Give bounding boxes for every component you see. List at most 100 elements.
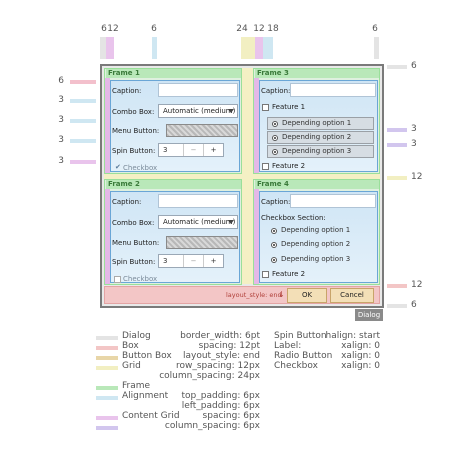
frame-4-option-1[interactable]: Depending option 1	[267, 225, 374, 238]
prop-checkbox-value: xalign: 0	[341, 361, 380, 371]
frame-1-combo-box[interactable]: Automatic (medium)	[158, 104, 238, 118]
frame-2-checkbox[interactable]	[114, 276, 121, 283]
prop-radio-button-name: Radio Button	[274, 351, 333, 361]
frame-2-combo-value: Automatic (medium)	[163, 218, 236, 226]
frame-4-feature2-checkbox[interactable]	[262, 271, 269, 278]
frame-1-combo-value: Automatic (medium)	[163, 107, 236, 115]
frame-4-caption-input[interactable]	[290, 194, 376, 208]
ok-button[interactable]: OK	[287, 288, 327, 303]
prop-radio-button-value: xalign: 0	[341, 351, 380, 361]
top-bar-grid	[241, 37, 255, 59]
top-marker-6b: 6	[151, 24, 157, 34]
frame-4-option-1-label: Depending option 1	[281, 226, 351, 234]
prop-border-width: border_width: 6pt	[180, 331, 260, 341]
frame-3-feature1-checkbox[interactable]	[262, 104, 269, 111]
left-bar-alignment-b	[70, 119, 96, 123]
frame-1-caption-input[interactable]	[158, 83, 238, 97]
right-bar-dialog	[387, 65, 407, 69]
frame-3-caption-label: Caption:	[261, 87, 291, 95]
left-bar-box	[70, 80, 96, 84]
frame-3-title: Frame 3	[255, 69, 379, 78]
prop-spacing-12: spacing: 12pt	[198, 341, 260, 351]
prop-column-spacing-6: column_spacing: 6px	[164, 421, 260, 431]
frame-2-caption-label: Caption:	[112, 198, 142, 206]
legend-swatch-box	[96, 346, 118, 350]
frame-3-option-1-label: Depending option 1	[282, 119, 352, 127]
right-bar-grid	[387, 176, 407, 180]
legend-swatch-alignment	[96, 396, 118, 400]
frame-3-option-3-label: Depending option 3	[282, 147, 352, 155]
frame-2-menu-button[interactable]	[166, 236, 238, 249]
right-marker-6b: 6	[411, 300, 417, 310]
frame-3-feature1-label: Feature 1	[272, 103, 306, 111]
frame-2-title: Frame 2	[106, 180, 241, 189]
frame-3-option-3[interactable]: Depending option 3	[267, 145, 374, 158]
minus-icon[interactable]: −	[183, 144, 203, 156]
top-bar-alignment	[152, 37, 157, 59]
frame-4-caption-label: Caption:	[261, 198, 291, 206]
frame-3-option-1[interactable]: Depending option 1	[267, 117, 374, 130]
prop-layout-style: layout_style: end	[182, 351, 260, 361]
frame-2-combo-box[interactable]: Automatic (medium)	[158, 215, 238, 229]
right-bar-box	[387, 284, 407, 288]
radio-icon	[271, 257, 277, 263]
frame-4-option-3[interactable]: Depending option 3	[267, 254, 374, 267]
legend-box: Box	[122, 341, 139, 351]
frame-4-title: Frame 4	[255, 180, 379, 189]
right-marker-3a: 3	[411, 124, 417, 134]
top-bar-alignment-2	[263, 37, 273, 59]
prop-spacing-6: spacing: 6px	[202, 411, 260, 421]
radio-icon	[272, 135, 278, 141]
arrow-down-icon: ↓	[278, 290, 285, 299]
frame-2-spin-label: Spin Button:	[112, 258, 156, 266]
frame-2-caption-input[interactable]	[158, 194, 238, 208]
left-marker-3c: 3	[58, 135, 64, 145]
legend-swatch-dialog	[96, 336, 118, 340]
frame-3-feature2-checkbox[interactable]	[262, 163, 269, 170]
top-marker-18: 18	[267, 24, 279, 34]
top-bar-content-grid	[106, 37, 114, 59]
frame-3-option-2[interactable]: Depending option 2	[267, 131, 374, 144]
right-marker-12b: 12	[411, 280, 423, 290]
frame-1-menu-button[interactable]	[166, 124, 238, 137]
frame-2-spin-button[interactable]: 3 − +	[158, 254, 224, 268]
chevron-down-icon	[228, 220, 234, 224]
frame-1-spin-button[interactable]: 3 − +	[158, 143, 224, 157]
left-marker-3d: 3	[58, 156, 64, 166]
prop-spin-button-name: Spin Button	[274, 331, 327, 341]
top-marker-12: 12	[107, 24, 119, 34]
left-bar-alignment-a	[70, 99, 96, 103]
prop-top-padding: top_padding: 6px	[181, 391, 260, 401]
legend-swatch-grid	[96, 366, 118, 370]
plus-icon[interactable]: +	[203, 144, 223, 156]
top-bar-dialog	[100, 37, 106, 59]
cancel-button[interactable]: Cancel	[330, 288, 374, 303]
radio-icon	[271, 242, 277, 248]
minus-icon[interactable]: −	[183, 255, 203, 267]
frame-1-spin-label: Spin Button:	[112, 147, 156, 155]
layout-style-label: layout_style: end	[226, 291, 282, 299]
prop-checkbox-name: Checkbox	[274, 361, 318, 371]
frame-2-combo-label: Combo Box:	[112, 219, 155, 227]
plus-icon[interactable]: +	[203, 255, 223, 267]
right-marker-12a: 12	[411, 172, 423, 182]
radio-icon	[272, 121, 278, 127]
left-bar-content-grid	[70, 160, 96, 164]
frame-3-option-2-label: Depending option 2	[282, 133, 352, 141]
frame-1-spin-value: 3	[163, 146, 168, 154]
frame-4-option-2-label: Depending option 2	[281, 240, 351, 248]
legend-dialog: Dialog	[122, 331, 151, 341]
frame-1-combo-label: Combo Box:	[112, 108, 155, 116]
frame-2-menu-label: Menu Button:	[112, 239, 160, 247]
chevron-down-icon	[228, 109, 234, 113]
legend-frame: Frame	[122, 381, 151, 391]
prop-spin-button-value: halign: start	[325, 331, 381, 341]
top-bar-dialog-2	[374, 37, 379, 59]
radio-icon	[272, 149, 278, 155]
legend-swatch-frame	[96, 386, 118, 390]
frame-3-caption-input[interactable]	[290, 83, 376, 97]
check-icon[interactable]: ✔	[115, 163, 121, 171]
frame-4-option-2[interactable]: Depending option 2	[267, 239, 374, 252]
frame-3-content-grid-pad	[254, 78, 259, 173]
frame-1-title: Frame 1	[106, 69, 241, 78]
